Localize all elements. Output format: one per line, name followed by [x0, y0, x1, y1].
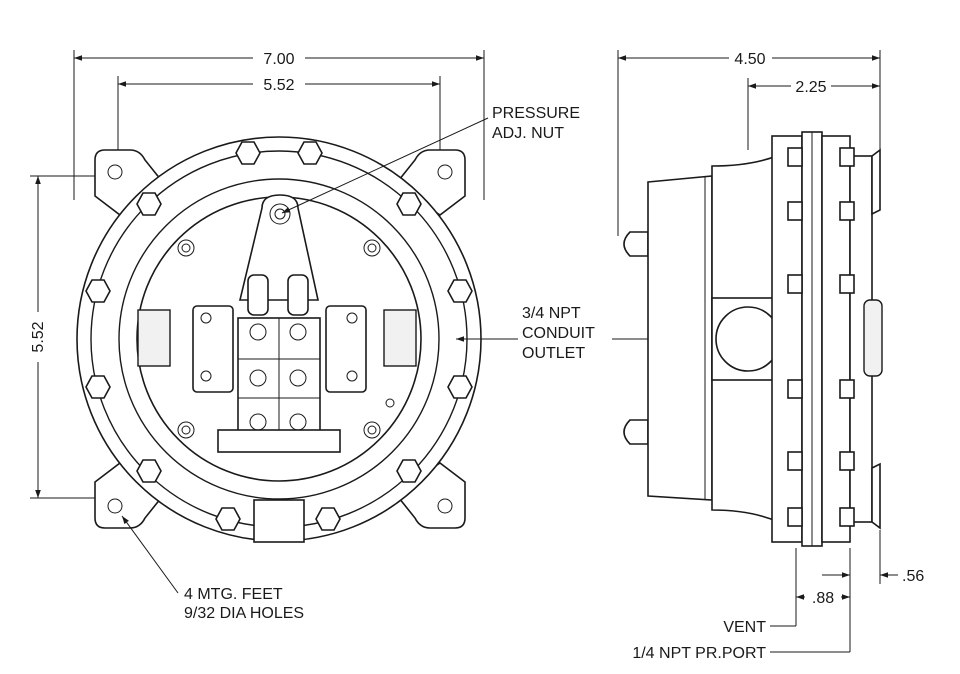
pressure-adj-nut [269, 203, 291, 225]
callout-pressure-1: PRESSURE [492, 105, 580, 122]
dim-overall-depth: 4.50 [734, 51, 765, 68]
front-dimensions: 7.00 5.52 5.52 PRESSURE ADJ. NUT 4 MTG. … [30, 50, 580, 622]
callout-conduit-2: CONDUIT [522, 325, 595, 342]
side-dimensions: 4.50 2.25 .88 .56 VENT 1/4 NPT PR.PORT [617, 50, 924, 662]
switch-mechanism [192, 194, 367, 453]
dim-port-offset: .56 [902, 568, 924, 585]
housing-body [647, 175, 713, 501]
conduit-hub-bottom [253, 499, 305, 543]
dim-bolt-width: 5.52 [263, 77, 294, 94]
callout-conduit-1: 3/4 NPT [522, 305, 581, 322]
dim-vent-offset: .88 [812, 590, 834, 607]
callout-feet-2: 9/32 DIA HOLES [184, 605, 304, 622]
callout-conduit-3: OUTLET [522, 345, 585, 362]
flange-bolts [85, 141, 473, 531]
callout-vent: VENT [723, 619, 766, 636]
dim-bolt-height: 5.52 [30, 321, 47, 352]
mounting-feet [94, 149, 466, 529]
callout-pressure-2: ADJ. NUT [492, 125, 564, 142]
callout-pressure-port: 1/4 NPT PR.PORT [632, 645, 766, 662]
side-view [623, 131, 883, 547]
front-view [76, 136, 482, 543]
callout-feet-1: 4 MTG. FEET [184, 586, 283, 603]
dim-half-depth: 2.25 [795, 79, 826, 96]
dim-overall-width: 7.00 [263, 51, 294, 68]
conduit-outlet [715, 306, 781, 372]
